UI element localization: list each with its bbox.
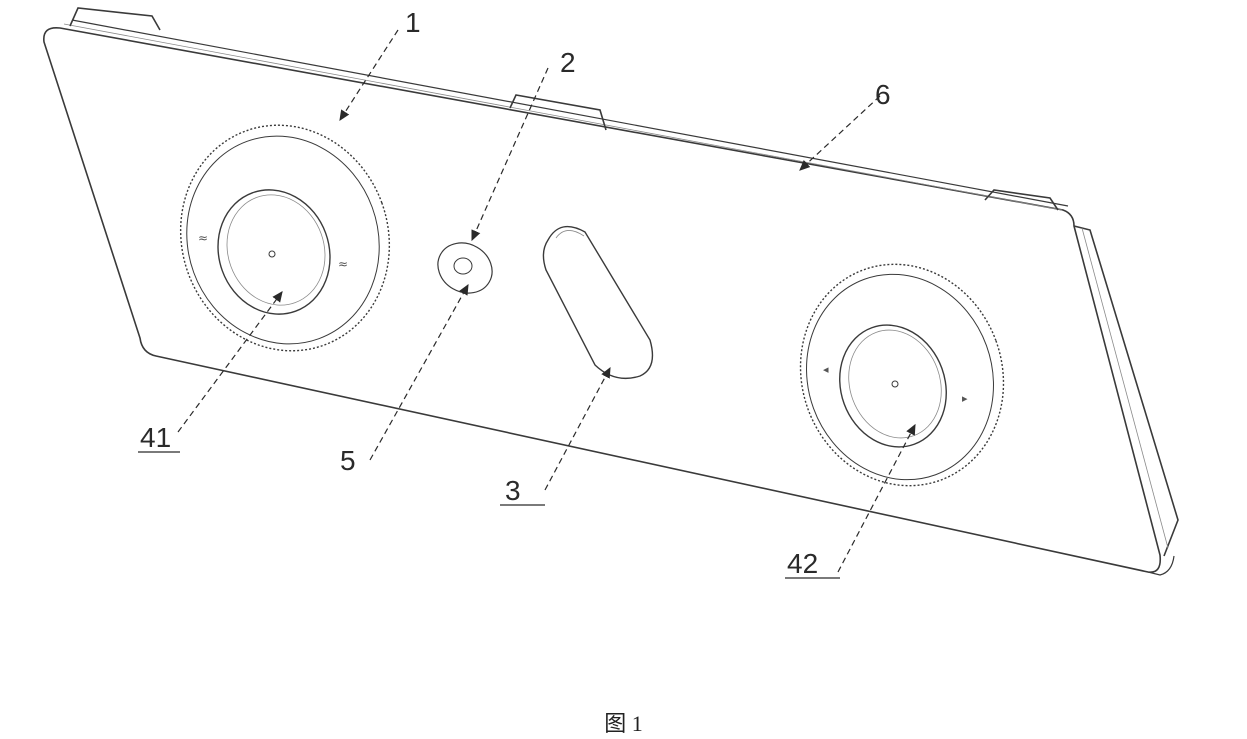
svg-text:◂: ◂ bbox=[823, 363, 829, 376]
right-knob: ◂ ▸ bbox=[770, 236, 1035, 515]
label-42: 42 bbox=[787, 548, 818, 579]
label-2: 2 bbox=[560, 47, 576, 78]
label-41: 41 bbox=[140, 422, 171, 453]
label-5: 5 bbox=[340, 445, 356, 476]
label-6: 6 bbox=[875, 79, 891, 110]
indicator-light bbox=[429, 233, 501, 303]
leader-lines bbox=[178, 30, 915, 572]
svg-text:≈: ≈ bbox=[198, 231, 208, 245]
display-window bbox=[543, 227, 652, 379]
svg-text:▸: ▸ bbox=[962, 392, 968, 405]
panel-body bbox=[44, 8, 1178, 575]
label-underlines bbox=[138, 452, 840, 578]
left-knob: ≈ ≈ bbox=[149, 96, 421, 381]
figure-caption: 图 1 bbox=[0, 706, 1247, 738]
svg-text:≈: ≈ bbox=[338, 257, 348, 271]
label-3: 3 bbox=[505, 475, 521, 506]
label-1: 1 bbox=[405, 7, 421, 38]
